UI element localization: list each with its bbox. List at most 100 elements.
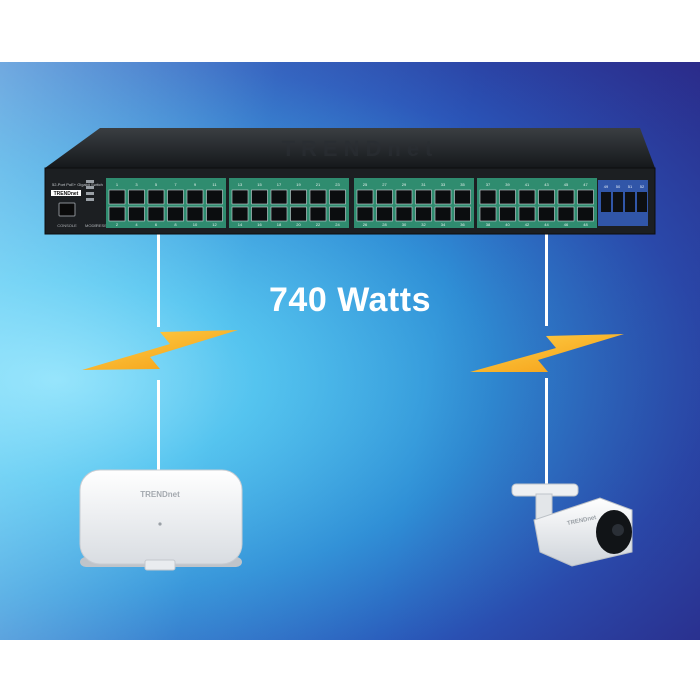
rj45-port: [557, 206, 575, 222]
sfp-label-52: 52: [640, 184, 645, 189]
port-number-bottom: 34: [441, 222, 446, 227]
port-number-bottom: 40: [505, 222, 510, 227]
port-number-bottom: 16: [257, 222, 262, 227]
cable-right-lower: [545, 378, 548, 486]
ethernet-ports: [108, 189, 594, 222]
port-number-bottom: 10: [193, 222, 198, 227]
port-number-top: 19: [296, 182, 301, 187]
port-number-bottom: 22: [316, 222, 321, 227]
rj45-port: [356, 206, 374, 222]
rj45-port: [231, 206, 249, 222]
switch-logo-text: TRENDnet: [54, 191, 79, 197]
rj45-port: [251, 189, 268, 205]
rj45-port: [376, 189, 393, 205]
cable-left-lower: [157, 380, 160, 472]
port-group-3: [354, 178, 474, 228]
port-number-top: 37: [486, 182, 491, 187]
port-number-top: 1: [116, 182, 119, 187]
port-number-bottom: 36: [460, 222, 465, 227]
port-number-top: 13: [238, 182, 243, 187]
port-number-top: 47: [583, 182, 588, 187]
port-number-top: 7: [174, 182, 177, 187]
port-number-bottom: 44: [544, 222, 549, 227]
switch-model-text: 52-Port PoE+ Gigabit Switch: [52, 182, 103, 187]
rj45-port: [147, 189, 165, 205]
port-number-top: 27: [382, 182, 387, 187]
sfp-label-50: 50: [616, 184, 621, 189]
rj45-port: [577, 206, 594, 222]
rj45-port: [186, 206, 204, 222]
port-number-bottom: 32: [421, 222, 426, 227]
port-number-bottom: 14: [238, 222, 243, 227]
port-number-top: 29: [402, 182, 407, 187]
port-number-top: 21: [316, 182, 321, 187]
camera-lens: [612, 524, 624, 536]
rj45-port: [395, 189, 413, 205]
rj45-port: [454, 206, 471, 222]
port-number-bottom: 48: [583, 222, 588, 227]
rj45-port: [518, 189, 536, 205]
rj45-port: [557, 189, 575, 205]
sfp-label-49: 49: [604, 184, 609, 189]
rj45-port: [270, 206, 288, 222]
rj45-port: [206, 189, 223, 205]
port-number-bottom: 26: [363, 222, 368, 227]
rj45-port: [499, 189, 516, 205]
port-group-2: [229, 178, 349, 228]
port-number-top: 39: [505, 182, 510, 187]
rj45-port: [108, 189, 126, 205]
rj45-port: [108, 206, 126, 222]
port-number-bottom: 8: [174, 222, 177, 227]
rj45-port: [128, 206, 145, 222]
port-number-top: 43: [544, 182, 549, 187]
rj45-port: [499, 206, 516, 222]
rj45-port: [206, 206, 223, 222]
port-number-bottom: 18: [277, 222, 282, 227]
port-number-top: 3: [135, 182, 138, 187]
rj45-port: [167, 206, 184, 222]
port-number-top: 33: [441, 182, 446, 187]
switch-logo: [51, 190, 81, 196]
headline-watts: 740 Watts: [269, 281, 431, 319]
lightning-bolt-right-icon: [470, 334, 624, 372]
rj45-port: [577, 189, 594, 205]
port-number-bottom: 28: [382, 222, 387, 227]
rj45-port: [290, 206, 307, 222]
port-group-1: [106, 178, 226, 228]
port-group-4: [477, 178, 597, 228]
port-number-top: 23: [335, 182, 340, 187]
port-number-bottom: 2: [116, 222, 119, 227]
port-number-bottom: 38: [486, 222, 491, 227]
port-number-bottom: 4: [135, 222, 138, 227]
port-number-top: 15: [257, 182, 262, 187]
rj45-port: [128, 189, 145, 205]
rj45-port: [538, 206, 555, 222]
reset-label: RESET: [96, 223, 110, 228]
rj45-port: [454, 189, 471, 205]
console-port: [58, 202, 76, 217]
port-numbers: 1234567891011121314151617181920212223242…: [116, 182, 589, 227]
port-number-bottom: 6: [155, 222, 158, 227]
port-number-bottom: 12: [212, 222, 217, 227]
port-number-top: 45: [564, 182, 569, 187]
rj45-port: [329, 206, 346, 222]
port-number-top: 5: [155, 182, 158, 187]
rj45-port: [167, 189, 184, 205]
mode-label: MODE: [85, 223, 97, 228]
port-number-bottom: 42: [525, 222, 530, 227]
rj45-port: [376, 206, 393, 222]
access-point-led: [158, 522, 162, 526]
lightning-bolt-left-icon: [82, 330, 238, 370]
sfp-label-51: 51: [628, 184, 633, 189]
cable-right: [545, 228, 548, 326]
port-number-top: 9: [194, 182, 197, 187]
rj45-port: [479, 189, 497, 205]
port-number-top: 41: [525, 182, 530, 187]
port-number-top: 25: [363, 182, 368, 187]
rj45-port: [147, 206, 165, 222]
rj45-port: [309, 189, 327, 205]
sfp-ports: [601, 192, 647, 212]
